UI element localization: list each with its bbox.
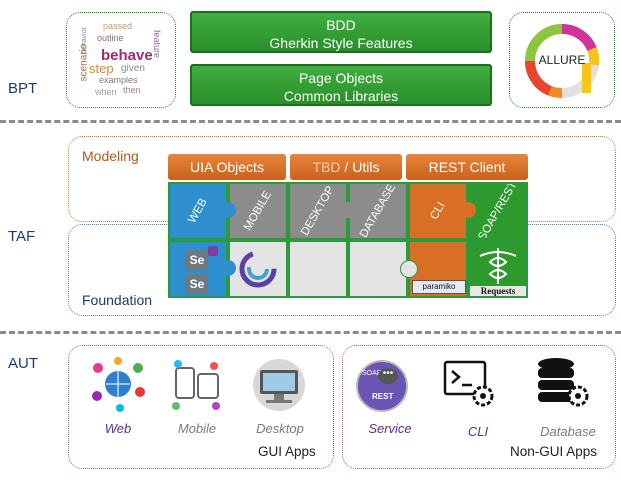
modeling-label: Modeling [82, 148, 139, 164]
tbd-slash: / [340, 159, 353, 175]
puzzle-cli: CLI [408, 182, 468, 240]
wordcloud: passed outline behave step given scenari… [73, 17, 169, 101]
tab-tbd-utils: TBD / Utils [290, 154, 402, 180]
puzzle-desktop-lower [288, 240, 348, 298]
selenium-icon-2: Se [186, 274, 208, 294]
app-label-cli: CLI [467, 424, 489, 439]
app-label-database: Database [540, 424, 596, 439]
knob-selenium-appium [220, 260, 236, 276]
puzzle-requests: Requests [468, 240, 528, 298]
puzzle-selenium: Se Se [168, 240, 228, 298]
allure-logo [524, 23, 600, 98]
puzzle-database-lower [348, 240, 408, 298]
service-icon: SOAP ••• REST [356, 360, 408, 412]
utils-label: Utils [352, 159, 380, 175]
requests-label: Requests [470, 286, 526, 296]
knob-desktop-database [340, 202, 356, 218]
database-icon [538, 358, 589, 407]
tab-rest-client: REST Client [406, 154, 528, 180]
layer-label-bpt: BPT [8, 80, 38, 97]
app-label-service: Service [368, 421, 412, 436]
appium-icon [239, 250, 277, 288]
mobile-icon [172, 360, 220, 410]
common-libraries-label: Common Libraries [283, 88, 399, 104]
piece-mobile-label: MOBILE [241, 189, 275, 233]
piece-database-label: DATABASE [357, 182, 399, 240]
layer-label-aut: AUT [8, 355, 38, 372]
app-label-web: Web [104, 421, 132, 436]
word-step: step [89, 61, 114, 76]
knob-cli-soap [460, 202, 476, 218]
separator-taf-aut [0, 331, 621, 334]
bdd-label: BDD [326, 17, 356, 33]
foundation-label: Foundation [82, 292, 153, 308]
word-examples: examples [99, 75, 138, 85]
page-objects-label: Page Objects [298, 70, 384, 86]
bdd-gherkin-bar: BDD Gherkin Style Features [190, 11, 492, 53]
word-behave: behave [101, 47, 153, 64]
requests-caduceus-icon [479, 248, 517, 284]
desktop-icon [253, 359, 305, 411]
allure-box: ALLURE [509, 12, 615, 108]
service-rest-badge: REST [372, 392, 394, 401]
word-outline: outline [97, 33, 124, 43]
puzzle-database: DATABASE [348, 182, 408, 240]
word-feature: feature [152, 29, 163, 59]
paramiko-label: paramiko [422, 282, 456, 291]
paramiko-badge: paramiko [412, 280, 466, 294]
separator-bpt-taf [0, 120, 621, 123]
puzzle-desktop: DESKTOP [288, 182, 348, 240]
nongui-apps-box [342, 345, 616, 469]
word-behavior: behavior [80, 27, 88, 54]
layer-label-taf: TAF [8, 228, 36, 245]
page-objects-bar: Page Objects Common Libraries [190, 64, 492, 106]
word-then: then [123, 85, 141, 95]
puzzle-soap-rest: SOAP/REST [468, 182, 528, 240]
web-icon [92, 357, 145, 412]
app-label-desktop: Desktop [256, 421, 304, 436]
puzzle-mobile: MOBILE [228, 182, 288, 240]
word-when: when [95, 87, 117, 97]
service-dots-icon: ••• [378, 368, 398, 384]
gui-apps-label: GUI Apps [258, 444, 316, 459]
gui-apps-box [68, 345, 334, 469]
selenium-icon: Se [186, 250, 208, 270]
cli-terminal-icon [443, 360, 494, 407]
word-given: given [121, 63, 145, 74]
allure-label: ALLURE [538, 53, 586, 67]
piece-desktop-label: DESKTOP [299, 184, 337, 238]
knob-web-mobile [220, 202, 236, 218]
tbd-label: TBD [312, 159, 341, 175]
wordcloud-box: passed outline behave step given scenari… [66, 12, 176, 108]
puzzle-paramiko: paramiko [408, 240, 468, 298]
app-label-mobile: Mobile [177, 421, 217, 436]
puzzle-appium [228, 240, 288, 298]
tab-uia-objects: UIA Objects [168, 154, 286, 180]
service-soap-badge: SOAP [362, 370, 382, 377]
knob-database-paramiko [400, 260, 418, 278]
piece-cli-label: CLI [428, 200, 448, 222]
gherkin-label: Gherkin Style Features [269, 35, 413, 51]
selenium-accent-icon [208, 246, 218, 256]
puzzle-web: WEB [168, 182, 228, 240]
word-passed: passed [103, 21, 133, 31]
piece-web-label: WEB [186, 196, 210, 226]
nongui-apps-label: Non-GUI Apps [510, 444, 598, 459]
piece-soap-rest-label: SOAP/REST [476, 182, 520, 240]
